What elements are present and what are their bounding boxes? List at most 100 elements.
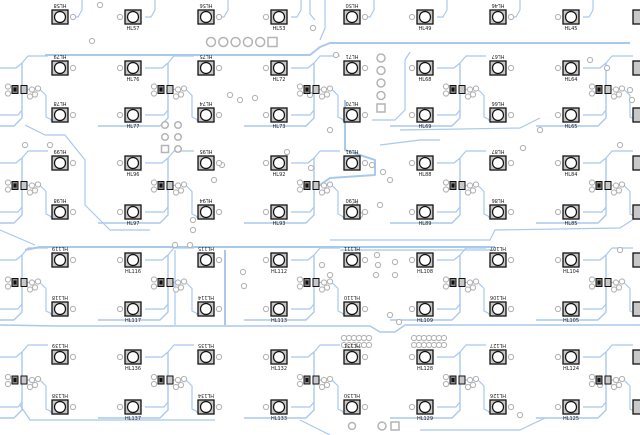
diode[interactable] — [150, 83, 188, 100]
tactile-switch[interactable]: HL126 — [489, 392, 515, 415]
switch-body-partial[interactable] — [632, 155, 640, 171]
tactile-switch[interactable]: HL79 — [51, 53, 77, 76]
diode[interactable] — [442, 373, 480, 391]
tactile-switch[interactable]: HL72 — [262, 60, 288, 83]
tactile-switch[interactable]: HL96 — [116, 155, 142, 178]
tactile-switch[interactable]: HL108 — [408, 252, 434, 275]
tactile-switch[interactable]: HL67 — [489, 53, 515, 76]
tactile-switch[interactable]: HL95 — [197, 148, 223, 171]
header-pin-1[interactable] — [160, 144, 170, 154]
tactile-switch[interactable]: HL57 — [116, 9, 142, 32]
switch-body-partial[interactable] — [632, 9, 640, 25]
tactile-switch[interactable]: HL98 — [51, 197, 77, 220]
tactile-switch[interactable]: HL137 — [116, 399, 142, 422]
header-pin[interactable] — [376, 53, 386, 63]
header-pin[interactable] — [160, 120, 170, 130]
diode[interactable] — [296, 83, 334, 100]
tactile-switch[interactable]: HL69 — [408, 107, 434, 130]
tactile-switch[interactable]: HL107 — [489, 245, 515, 268]
tactile-switch[interactable]: HL139 — [51, 342, 77, 365]
tactile-switch[interactable]: HL92 — [262, 155, 288, 178]
tactile-switch[interactable]: HL125 — [554, 399, 580, 422]
tactile-switch[interactable]: HL74 — [197, 100, 223, 123]
diode[interactable] — [4, 179, 42, 196]
diode[interactable] — [588, 83, 626, 100]
header-pin[interactable] — [377, 421, 387, 431]
header-pin[interactable] — [376, 65, 386, 76]
tactile-switch[interactable]: HL88 — [408, 155, 434, 178]
diode[interactable] — [588, 276, 626, 293]
tactile-switch[interactable]: HL86 — [489, 197, 515, 220]
tactile-switch[interactable]: HL129 — [408, 399, 434, 422]
tactile-switch[interactable]: HL112 — [262, 252, 288, 275]
tactile-switch[interactable]: HL46 — [489, 2, 515, 25]
tactile-switch[interactable]: HL65 — [554, 107, 580, 130]
tactile-switch[interactable]: HL50 — [343, 2, 369, 25]
header-pin[interactable] — [376, 90, 386, 101]
header-pin-1[interactable] — [390, 421, 400, 431]
tactile-switch[interactable]: HL134 — [197, 392, 223, 415]
tactile-switch[interactable]: HL91 — [343, 148, 369, 171]
diode[interactable] — [442, 276, 480, 293]
diode[interactable] — [150, 276, 188, 293]
test-point[interactable] — [347, 421, 357, 431]
header-pin[interactable] — [173, 144, 183, 154]
tactile-switch[interactable]: HL87 — [489, 148, 515, 171]
tactile-switch[interactable]: HL66 — [489, 100, 515, 123]
tactile-switch[interactable]: HL116 — [116, 252, 142, 275]
tactile-switch[interactable]: HL84 — [554, 155, 580, 178]
switch-body-partial[interactable] — [632, 204, 640, 220]
tactile-switch[interactable]: HL133 — [262, 399, 288, 422]
diode[interactable] — [442, 179, 480, 196]
tactile-switch[interactable]: HL119 — [51, 245, 77, 268]
switch-body-partial[interactable] — [632, 349, 640, 365]
tactile-switch[interactable]: HL68 — [408, 60, 434, 83]
header-pin[interactable] — [376, 78, 386, 88]
tactile-switch[interactable]: HL85 — [554, 204, 580, 227]
tactile-switch[interactable]: HL135 — [197, 342, 223, 365]
diode[interactable] — [4, 373, 42, 391]
tactile-switch[interactable]: HL127 — [489, 342, 515, 365]
diode[interactable] — [150, 179, 188, 196]
header-pin-1[interactable] — [376, 103, 386, 113]
diode[interactable] — [4, 83, 42, 100]
tactile-switch[interactable]: HL118 — [51, 294, 77, 317]
diode[interactable] — [588, 373, 626, 391]
switch-body-partial[interactable] — [632, 399, 640, 415]
tactile-switch[interactable]: HL45 — [554, 9, 580, 32]
tactile-switch[interactable]: HL124 — [554, 349, 580, 372]
tactile-switch[interactable]: HL71 — [343, 53, 369, 76]
header-pin[interactable] — [218, 36, 229, 48]
header-pin[interactable] — [242, 36, 254, 48]
tactile-switch[interactable]: HL104 — [554, 252, 580, 275]
tactile-switch[interactable]: HL117 — [116, 301, 142, 324]
tactile-switch[interactable]: HL138 — [51, 392, 77, 415]
tactile-switch[interactable]: HL132 — [262, 349, 288, 372]
tactile-switch[interactable]: HL99 — [51, 148, 77, 171]
tactile-switch[interactable]: HL131 — [343, 342, 369, 365]
diode[interactable] — [150, 373, 188, 391]
tactile-switch[interactable]: HL128 — [408, 349, 434, 372]
tactile-switch[interactable]: HL53 — [262, 9, 288, 32]
tactile-switch[interactable]: HL70 — [343, 100, 369, 123]
switch-body-partial[interactable] — [632, 107, 640, 123]
tactile-switch[interactable]: HL89 — [408, 204, 434, 227]
diode[interactable] — [296, 373, 334, 391]
tactile-switch[interactable]: HL115 — [197, 245, 223, 268]
tactile-switch[interactable]: HL110 — [343, 294, 369, 317]
tactile-switch[interactable]: HL56 — [197, 2, 223, 25]
tactile-switch[interactable]: HL75 — [197, 53, 223, 76]
tactile-switch[interactable]: HL94 — [197, 197, 223, 220]
switch-body-partial[interactable] — [632, 60, 640, 76]
tactile-switch[interactable]: HL105 — [554, 301, 580, 324]
header-pin-1[interactable] — [267, 36, 278, 48]
switch-body-partial[interactable] — [632, 252, 640, 268]
tactile-switch[interactable]: HL111 — [343, 245, 369, 268]
tactile-switch[interactable]: HL136 — [116, 349, 142, 372]
diode[interactable] — [442, 83, 480, 100]
diode[interactable] — [296, 276, 334, 293]
tactile-switch[interactable]: HL58 — [51, 2, 77, 25]
header-pin[interactable] — [160, 132, 170, 142]
header-pin[interactable] — [230, 36, 241, 48]
tactile-switch[interactable]: HL78 — [51, 100, 77, 123]
